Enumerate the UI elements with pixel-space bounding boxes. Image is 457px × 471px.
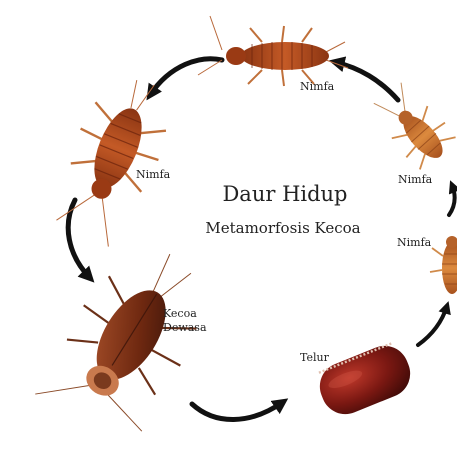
lower-right-nymph-illustration — [430, 236, 457, 294]
label-adult-cockroach: Kecoa Dewasa — [163, 307, 207, 335]
left-nymph-illustration — [43, 66, 183, 252]
adult-cockroach-illustration — [30, 230, 229, 453]
label-adult-line1: Kecoa — [163, 307, 207, 321]
arrow-egg-to-lower-nymph — [418, 306, 447, 345]
label-egg: Telur — [300, 351, 329, 365]
arrow-lower-nymph-to-upper-nymph — [449, 185, 455, 215]
top-nymph-illustration — [198, 16, 348, 86]
diagram-title: Daur Hidup — [190, 182, 380, 206]
label-nymph-left: Nimfa — [136, 168, 170, 182]
upper-right-nymph-illustration — [365, 77, 457, 174]
arrow-upper-nymph-to-top-nymph — [335, 62, 398, 100]
arrow-left-nymph-to-adult — [68, 200, 90, 278]
label-adult-line2: Dewasa — [163, 321, 207, 335]
label-nymph-top: Nimfa — [300, 80, 334, 94]
diagram-subtitle: Metamorfosis Kecoa — [168, 219, 398, 237]
label-nymph-right-lower: Nimfa — [397, 236, 431, 250]
arrow-top-nymph-to-left-nymph — [150, 59, 222, 95]
label-nymph-right-upper: Nimfa — [398, 173, 432, 187]
arrow-adult-to-egg — [192, 402, 283, 420]
